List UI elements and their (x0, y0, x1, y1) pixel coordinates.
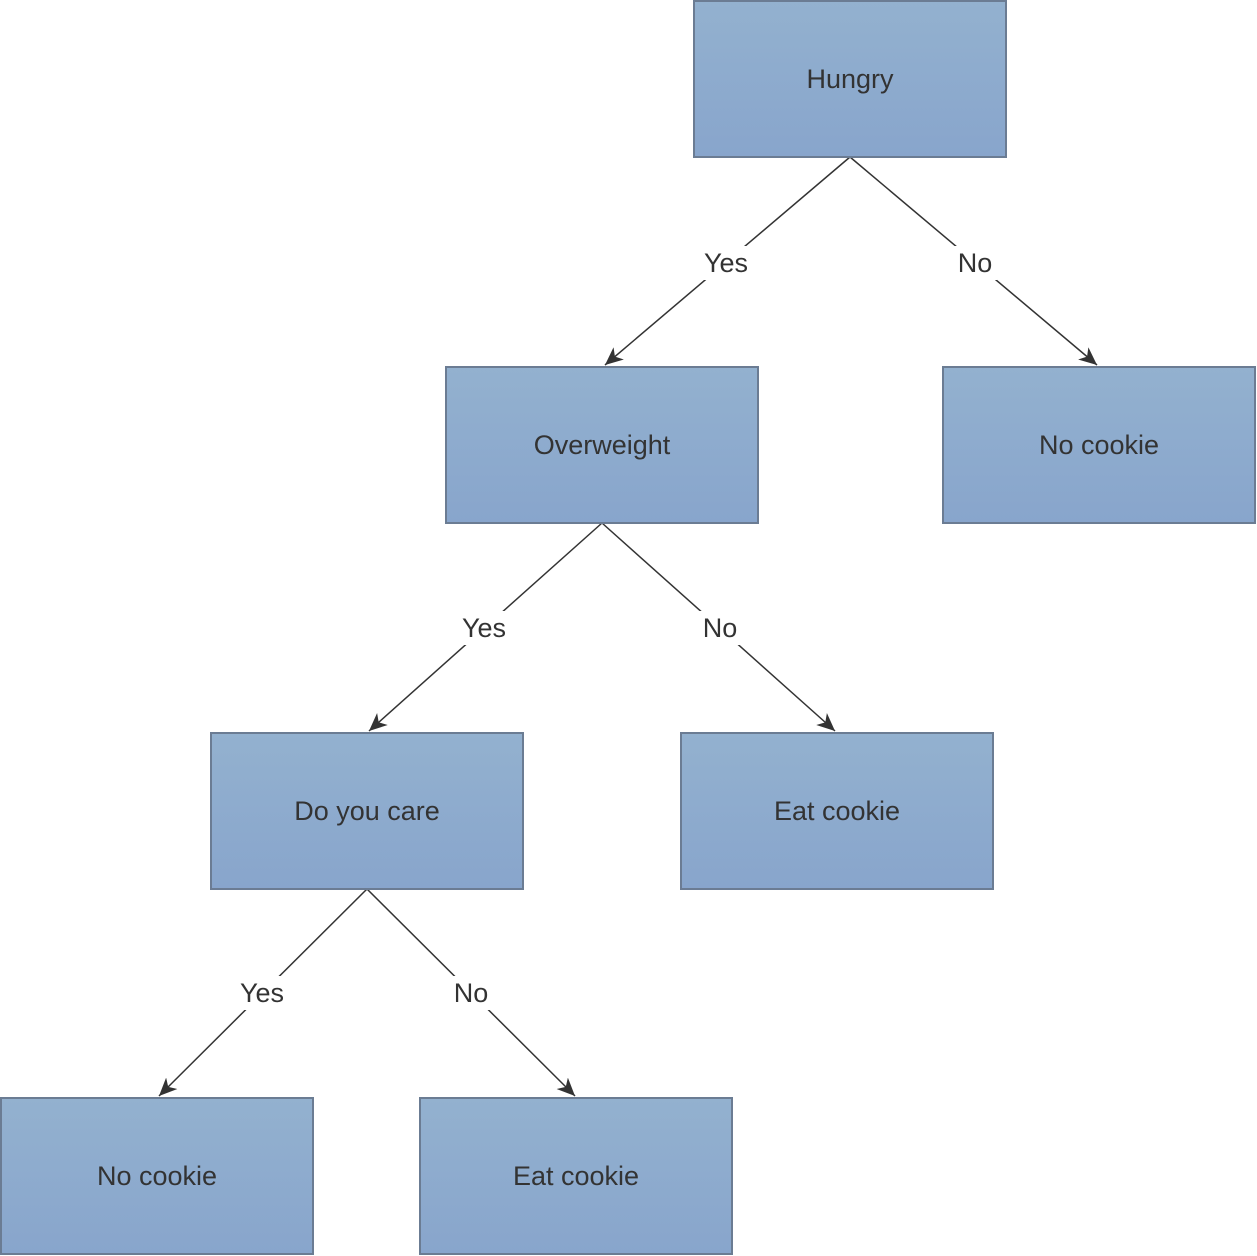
edge-label-background (235, 976, 289, 1010)
edge-label-background (449, 976, 493, 1010)
edge-label-yes: Yes (704, 248, 748, 278)
edge-label-no: No (958, 248, 993, 278)
edge-label-no: No (703, 613, 738, 643)
edge-overweight-do-you-care: Yes (368, 522, 603, 732)
node-label: Hungry (806, 64, 894, 94)
node-eat-cookie-1: Eat cookie (680, 732, 994, 890)
node-box (210, 732, 524, 890)
edge-overweight-eat-cookie: No (601, 522, 836, 732)
node-label: Do you care (294, 796, 440, 826)
node-label: Eat cookie (513, 1161, 639, 1191)
node-box (445, 366, 759, 524)
node-label: No cookie (1039, 430, 1159, 460)
edge-do-you-care-no-cookie: Yes (158, 888, 368, 1097)
node-label: No cookie (97, 1161, 217, 1191)
node-box (680, 732, 994, 890)
node-box (419, 1097, 733, 1255)
node-no-cookie-1: No cookie (942, 366, 1256, 524)
node-label: Overweight (534, 430, 671, 460)
edge-hungry-no-cookie: No (849, 156, 1098, 366)
edge-hungry-overweight: Yes (604, 156, 851, 366)
node-label: Eat cookie (774, 796, 900, 826)
edge-label-no: No (454, 978, 489, 1008)
edge-label-background (457, 611, 511, 645)
node-do-you-care: Do you care (210, 732, 524, 890)
edge-label-yes: Yes (240, 978, 284, 1008)
edge-label-yes: Yes (462, 613, 506, 643)
edge-label-background (699, 246, 753, 280)
edge-label-background (953, 246, 997, 280)
node-no-cookie-2: No cookie (0, 1097, 314, 1255)
node-hungry: Hungry (693, 0, 1007, 158)
edge-label-background (698, 611, 742, 645)
node-eat-cookie-2: Eat cookie (419, 1097, 733, 1255)
node-box (942, 366, 1256, 524)
node-box (693, 0, 1007, 158)
edge-do-you-care-eat-cookie: No (366, 888, 576, 1097)
node-box (0, 1097, 314, 1255)
edges-layer: Yes No Yes No Yes No (158, 156, 1098, 1097)
node-overweight: Overweight (445, 366, 759, 524)
